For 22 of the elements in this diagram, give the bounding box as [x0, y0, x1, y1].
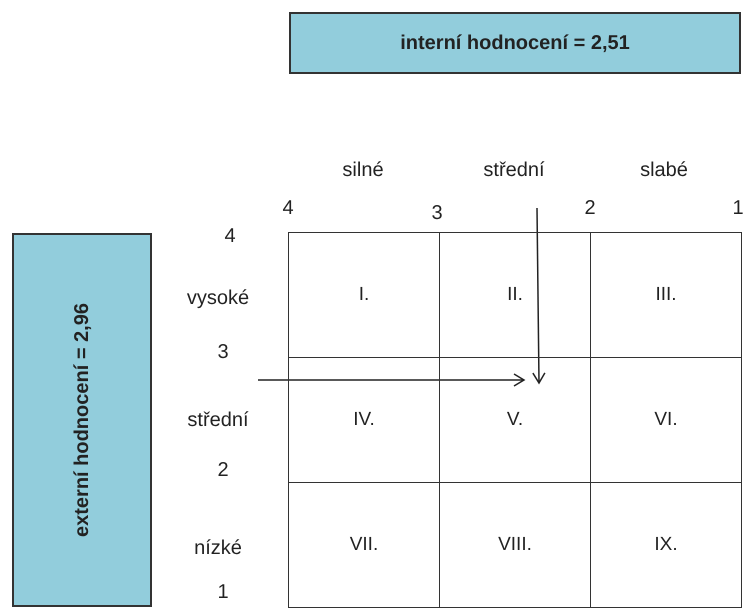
- grid-cell: IX.: [590, 482, 742, 608]
- axis-label: střední: [187, 410, 249, 430]
- scale-number: 3: [217, 342, 229, 362]
- axis-label: slabé: [640, 160, 688, 180]
- axis-label: silné: [342, 160, 384, 180]
- scale-number: 3: [431, 203, 443, 223]
- scale-number: 1: [732, 198, 744, 218]
- grid-cell: I.: [288, 232, 440, 358]
- axis-label: vysoké: [186, 288, 250, 308]
- grid-cell: III.: [590, 232, 742, 358]
- arrow: [532, 208, 546, 384]
- side-box: externí hodnocení = 2,96: [12, 233, 152, 607]
- axis-label: nízké: [194, 538, 242, 558]
- arrow: [258, 373, 525, 387]
- scale-number: 4: [282, 198, 294, 218]
- scale-number: 2: [584, 198, 596, 218]
- grid-cell: VII.: [288, 482, 440, 608]
- axis-label: střední: [483, 160, 545, 180]
- scale-number: 4: [224, 226, 236, 246]
- scale-number: 1: [217, 582, 229, 602]
- scale-number: 2: [217, 460, 229, 480]
- title-box: interní hodnocení = 2,51: [289, 12, 741, 74]
